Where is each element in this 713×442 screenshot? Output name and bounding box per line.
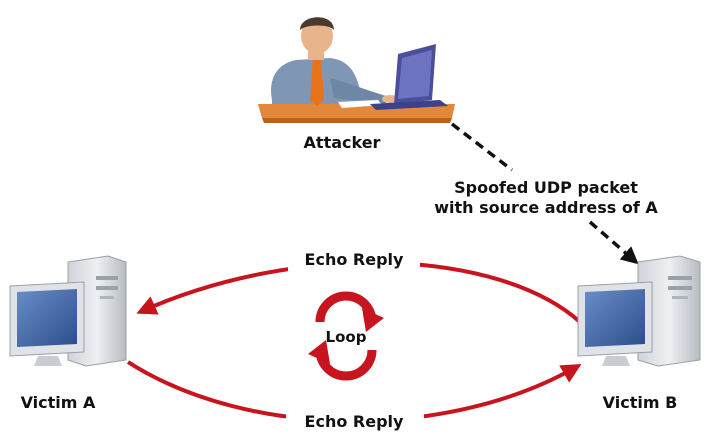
victim-b-computer-icon	[577, 255, 701, 367]
spoofed-packet-connector	[450, 122, 514, 172]
attacker-icon	[258, 17, 455, 123]
echo-reply-top-label: Echo Reply	[305, 250, 404, 269]
echo-reply-arrow-top	[136, 260, 582, 324]
spoofed-packet-arrow	[588, 220, 639, 265]
echo-reply-top-label-bg	[288, 245, 420, 271]
victim-a-label: Victim A	[21, 393, 96, 412]
victim-a-computer-icon	[9, 255, 127, 367]
loop-arrows-icon	[308, 291, 384, 381]
spoofed-packet-label-line1: Spoofed UDP packet	[454, 178, 638, 197]
spoofed-packet-label-line2: with source address of A	[434, 198, 658, 217]
loop-label: Loop	[326, 328, 367, 346]
echo-reply-bottom-label: Echo Reply	[305, 412, 404, 431]
attacker-label: Attacker	[304, 133, 381, 152]
echo-reply-bottom-label-bg	[286, 404, 424, 432]
victim-b-label: Victim B	[603, 393, 678, 412]
